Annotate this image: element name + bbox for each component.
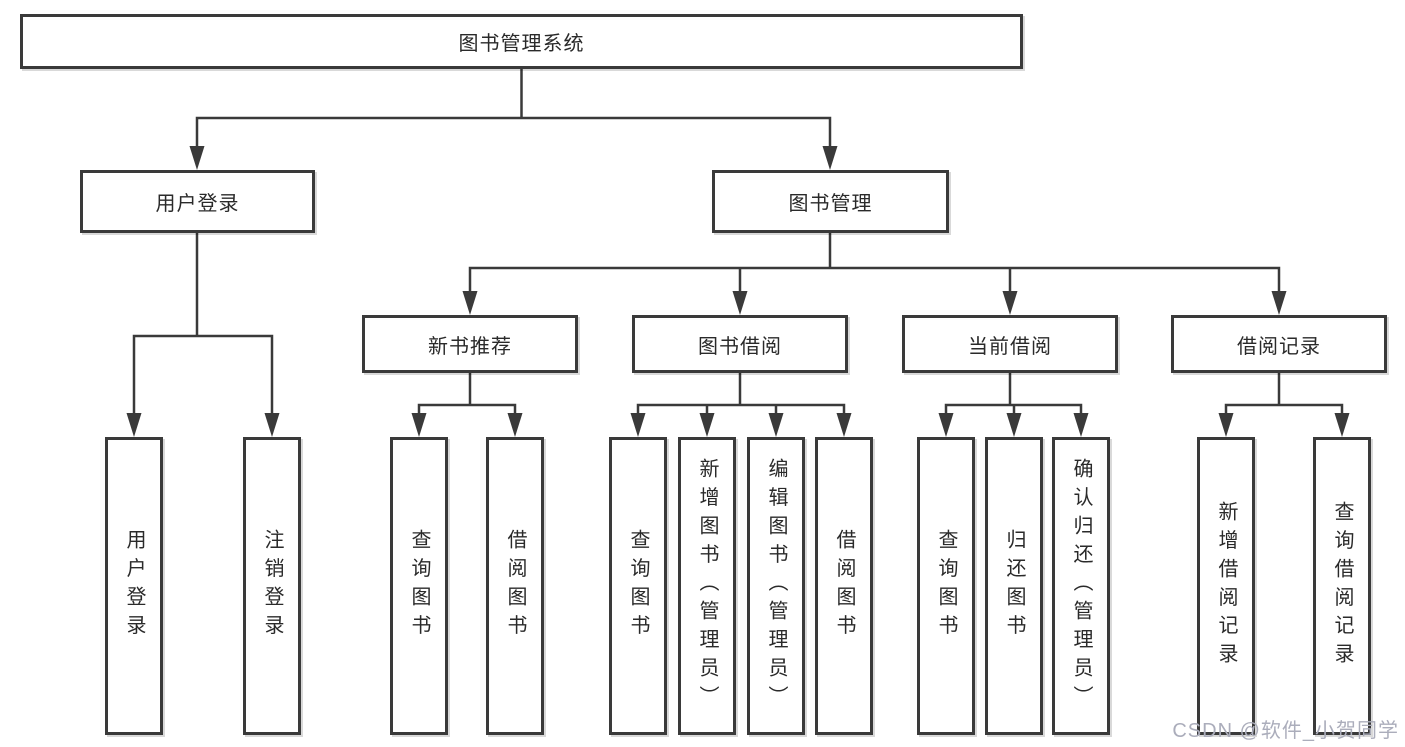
node-label: 查询图书 — [627, 529, 649, 643]
node-label: 图书管理系统 — [458, 33, 585, 55]
node-root-library-system: 图书管理系统 — [20, 14, 1023, 69]
node-label: 用户登录 — [123, 529, 145, 643]
node-label: 用户登录 — [155, 193, 240, 215]
node-leaf-add-books-admin: 新增图书（管理员） — [678, 437, 736, 735]
node-label: 归还图书 — [1003, 529, 1025, 643]
node-label: 图书借阅 — [698, 335, 782, 358]
node-label: 新增借阅记录 — [1215, 500, 1237, 672]
node-leaf-user-login: 用户登录 — [105, 437, 163, 735]
node-label: 当前借阅 — [968, 335, 1052, 358]
node-book-borrow: 图书借阅 — [632, 315, 848, 373]
node-leaf-confirm-return-admin: 确认归还（管理员） — [1052, 437, 1110, 735]
node-leaf-query-books-current: 查询图书 — [917, 437, 975, 735]
node-label: 借阅图书 — [833, 529, 855, 643]
node-leaf-return-books: 归还图书 — [985, 437, 1043, 735]
node-leaf-logout: 注销登录 — [243, 437, 301, 735]
node-leaf-borrow-books-borrow: 借阅图书 — [815, 437, 873, 735]
node-label: 编辑图书（管理员） — [765, 458, 787, 714]
node-leaf-query-books-borrow: 查询图书 — [609, 437, 667, 735]
node-new-book-recommend: 新书推荐 — [362, 315, 578, 373]
node-label: 借阅记录 — [1237, 335, 1321, 358]
node-label: 查询图书 — [935, 529, 957, 643]
node-label: 查询借阅记录 — [1331, 500, 1353, 672]
node-label: 图书管理 — [788, 193, 873, 215]
node-label: 确认归还（管理员） — [1070, 458, 1092, 714]
node-book-management: 图书管理 — [712, 170, 949, 233]
node-user-login: 用户登录 — [80, 170, 315, 233]
csdn-watermark: CSDN @软件_小贺同学 — [1172, 720, 1399, 742]
node-label: 新书推荐 — [428, 335, 512, 358]
node-leaf-borrow-books-recommend: 借阅图书 — [486, 437, 544, 735]
node-current-borrow: 当前借阅 — [902, 315, 1118, 373]
node-label: 查询图书 — [408, 529, 430, 643]
node-leaf-query-books-recommend: 查询图书 — [390, 437, 448, 735]
node-leaf-edit-books-admin: 编辑图书（管理员） — [747, 437, 805, 735]
node-borrow-records: 借阅记录 — [1171, 315, 1387, 373]
node-leaf-add-borrow-record: 新增借阅记录 — [1197, 437, 1255, 735]
node-leaf-query-borrow-record: 查询借阅记录 — [1313, 437, 1371, 735]
node-label: 新增图书（管理员） — [696, 458, 718, 714]
node-label: 注销登录 — [261, 529, 283, 643]
node-label: 借阅图书 — [504, 529, 526, 643]
